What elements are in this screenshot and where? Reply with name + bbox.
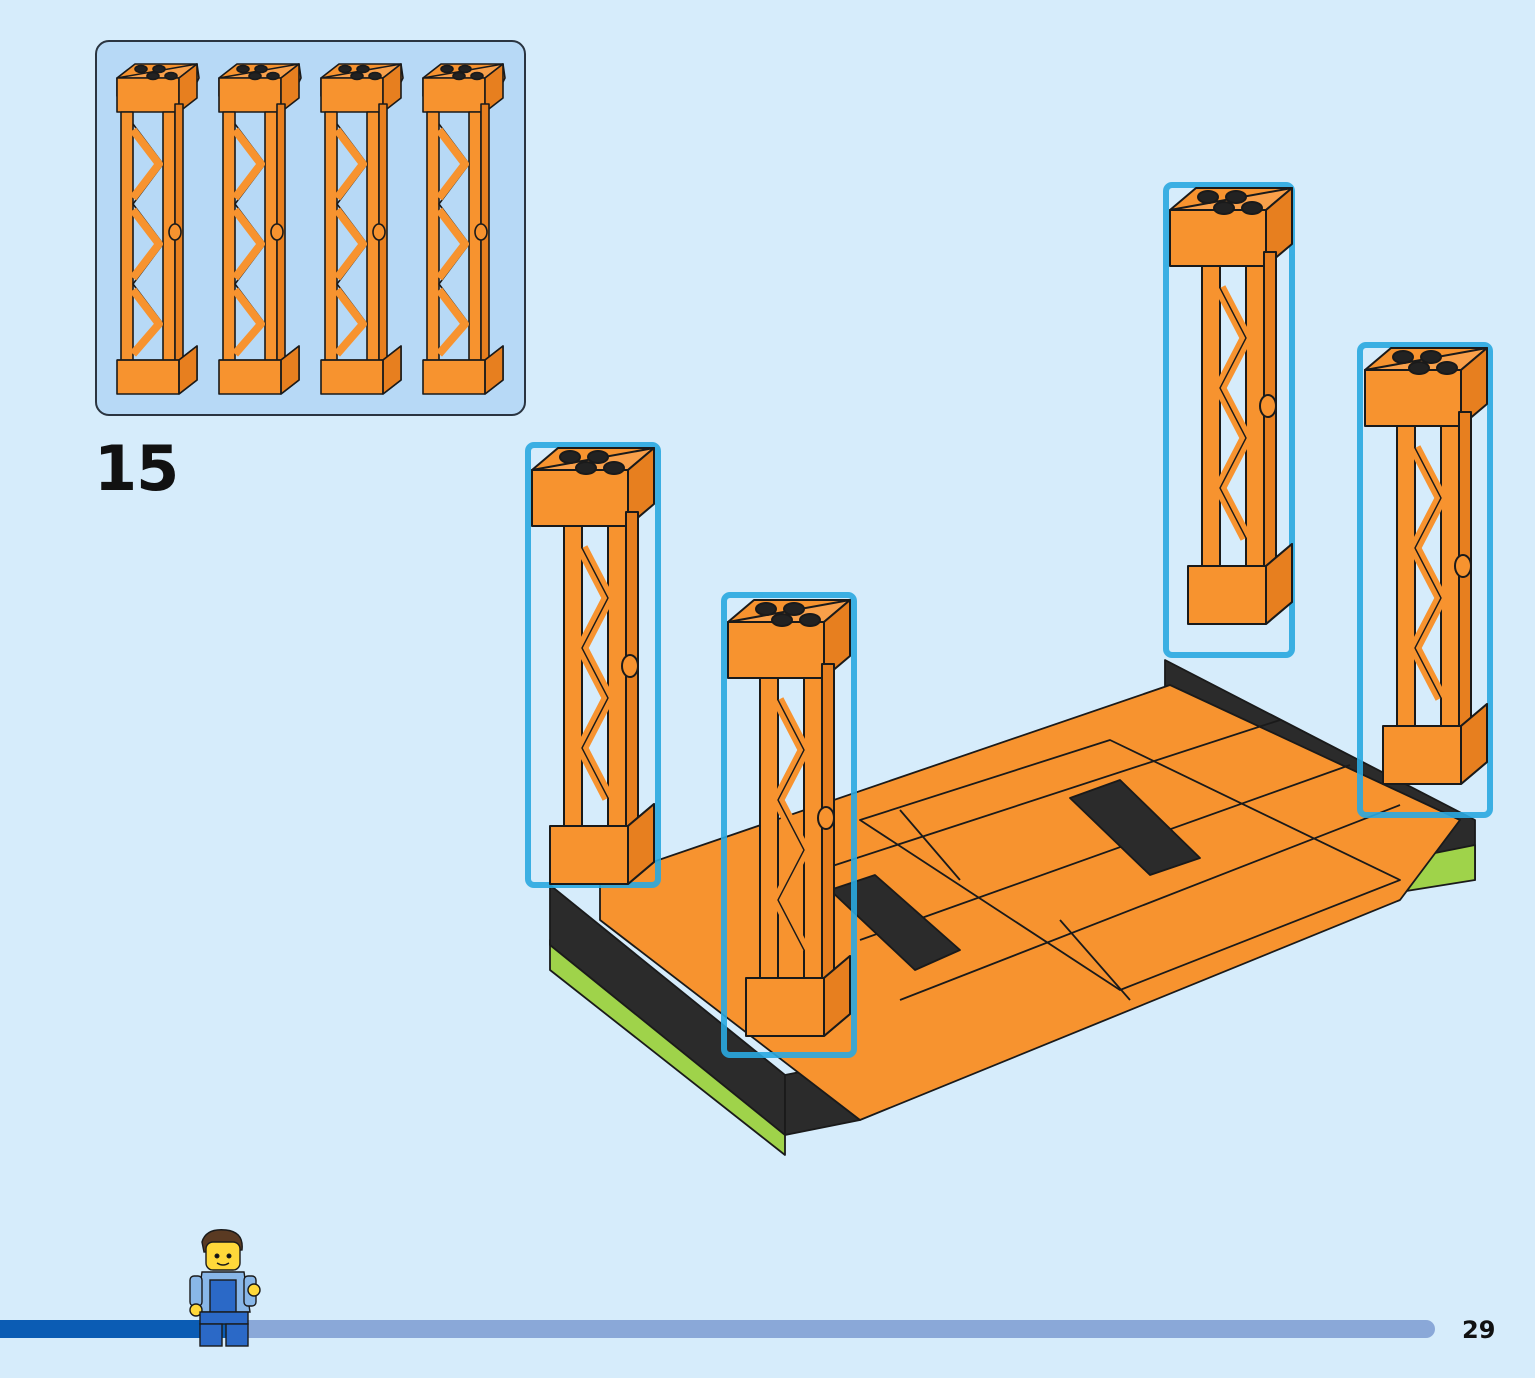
pillar-back-left bbox=[1170, 188, 1292, 624]
pillar-front-left bbox=[532, 448, 654, 884]
model-assembly-illustration bbox=[525, 182, 1493, 1156]
pillar-back-right bbox=[1365, 348, 1487, 784]
pillar-part bbox=[423, 64, 505, 394]
pillar-part bbox=[321, 64, 403, 394]
parts-callout bbox=[95, 40, 526, 416]
step-number: 15 bbox=[94, 432, 179, 505]
progress-fill bbox=[0, 1320, 230, 1338]
progress-bar bbox=[0, 1320, 1435, 1338]
pillar-part bbox=[219, 64, 301, 394]
page-number: 29 bbox=[1462, 1316, 1496, 1344]
minifigure-icon bbox=[189, 1229, 261, 1347]
pillar-parts-illustration bbox=[97, 42, 528, 418]
pillar-part bbox=[117, 64, 199, 394]
